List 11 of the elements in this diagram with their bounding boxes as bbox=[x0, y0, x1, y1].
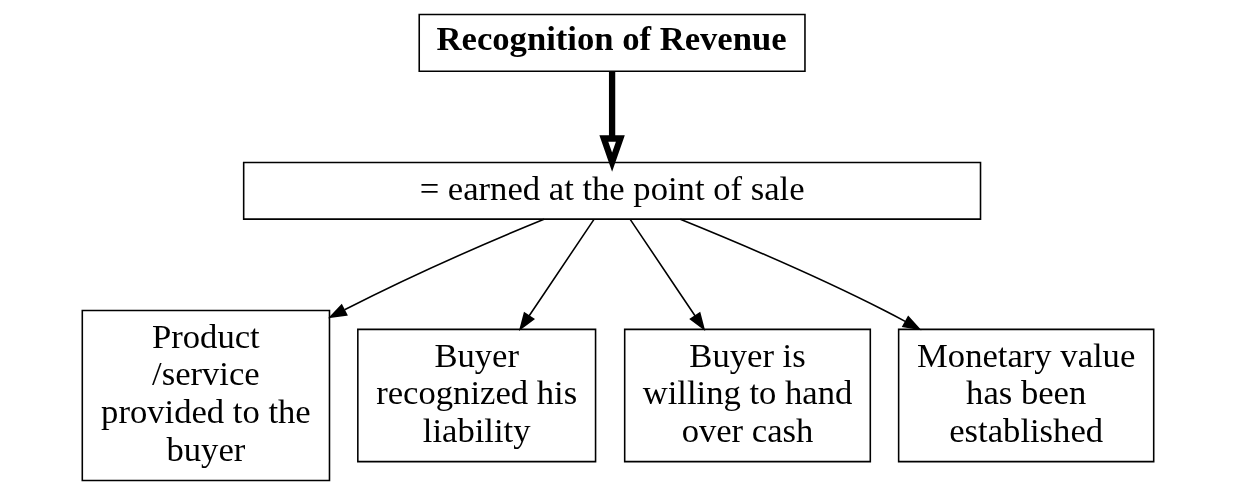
arrow bbox=[327, 218, 545, 319]
node-box: Monetary value has been established bbox=[897, 328, 1154, 463]
arrow bbox=[598, 71, 625, 172]
arrow bbox=[518, 218, 595, 332]
arrow bbox=[629, 218, 705, 332]
node-box: Buyer is willing to hand over cash bbox=[623, 328, 871, 463]
node-box: Recognition of Revenue bbox=[417, 13, 806, 72]
node-box: = earned at the point of sale bbox=[242, 161, 981, 220]
node-box: Buyer recognized his liability bbox=[356, 328, 596, 463]
arrow bbox=[679, 218, 921, 331]
node-box: Product /service provided to the buyer bbox=[81, 309, 330, 482]
